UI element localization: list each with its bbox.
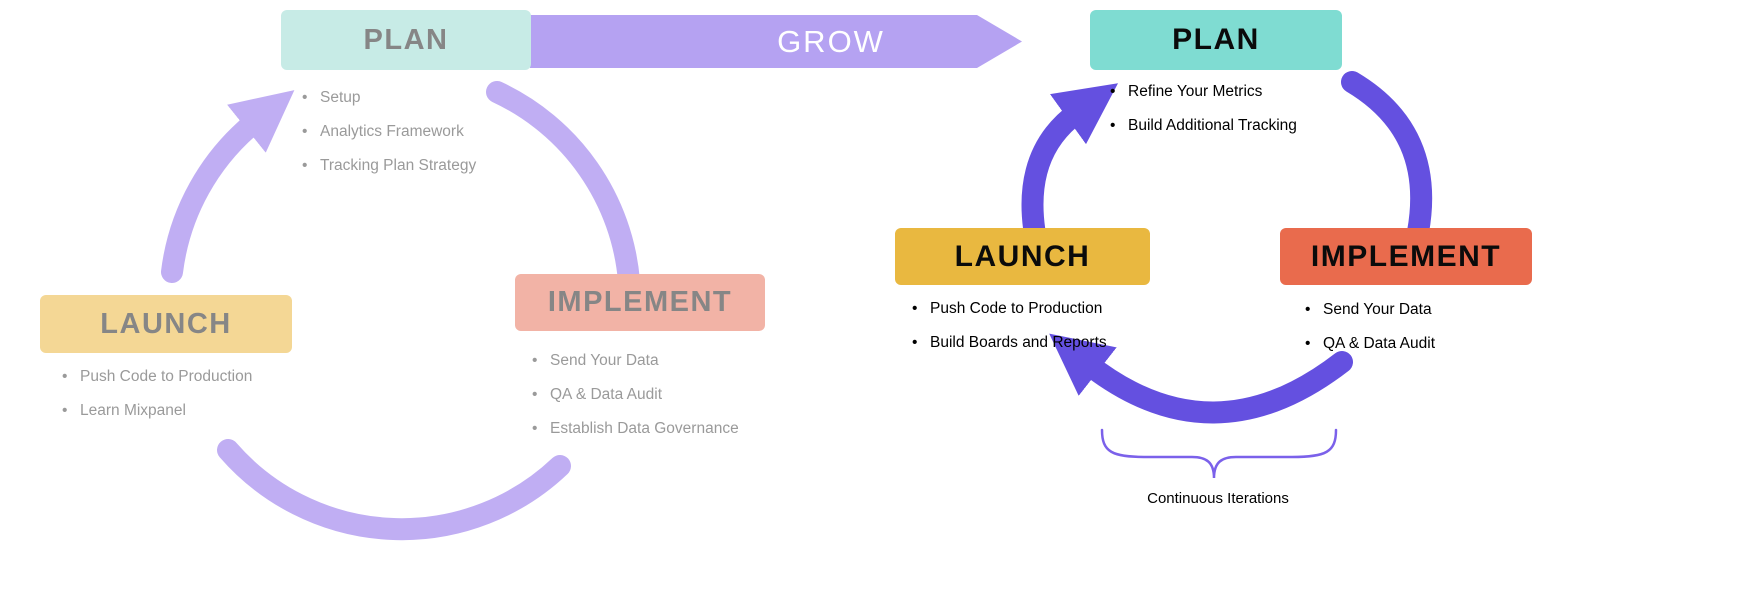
- grow-arrow: GROW: [530, 15, 1022, 68]
- left-plan-bullets: Setup Analytics Framework Tracking Plan …: [298, 87, 476, 189]
- bullet-item: Send Your Data: [1301, 299, 1435, 321]
- left-launch-label: LAUNCH: [100, 307, 232, 340]
- bullet-item: Push Code to Production: [908, 298, 1107, 320]
- bullet-item: Send Your Data: [528, 350, 739, 372]
- right-implement-bullets: Send Your Data QA & Data Audit: [1301, 299, 1435, 367]
- bullet-item: Establish Data Governance: [528, 418, 739, 440]
- bullet-item: Analytics Framework: [298, 121, 476, 143]
- bullet-item: QA & Data Audit: [1301, 333, 1435, 355]
- bullet-item: Build Boards and Reports: [908, 332, 1107, 354]
- left-launch-bullets: Push Code to Production Learn Mixpanel: [58, 366, 252, 434]
- right-implement-label: IMPLEMENT: [1310, 239, 1502, 273]
- right-launch-bullets: Push Code to Production Build Boards and…: [908, 298, 1107, 366]
- bullet-item: Learn Mixpanel: [58, 400, 252, 422]
- left-plan-box: PLAN: [281, 10, 531, 70]
- bullet-item: Build Additional Tracking: [1106, 115, 1297, 137]
- bullet-item: Refine Your Metrics: [1106, 81, 1297, 103]
- right-plan-bullets: Refine Your Metrics Build Additional Tra…: [1106, 81, 1297, 149]
- left-cycle-arrow-plan-to-implement: [486, 81, 640, 292]
- bullet-item: Tracking Plan Strategy: [298, 155, 476, 177]
- bullet-item: Setup: [298, 87, 476, 109]
- continuous-iterations-caption: Continuous Iterations: [1147, 490, 1289, 507]
- right-cycle-arrow-implement-to-launch: [1049, 333, 1353, 424]
- left-implement-label: IMPLEMENT: [547, 286, 733, 318]
- grow-label: GROW: [777, 23, 885, 59]
- left-cycle-arrow-implement-to-launch: [217, 439, 571, 541]
- continuous-iterations-brace: [1100, 428, 1338, 479]
- right-cycle-arrow-plan-to-implement: [1341, 71, 1433, 243]
- left-cycle-arrow-launch-to-plan: [161, 90, 295, 283]
- left-launch-box: LAUNCH: [40, 295, 292, 353]
- bullet-item: Push Code to Production: [58, 366, 252, 388]
- left-plan-label: PLAN: [363, 23, 449, 56]
- right-launch-label: LAUNCH: [954, 239, 1091, 273]
- right-launch-box: LAUNCH: [895, 228, 1150, 285]
- right-implement-box: IMPLEMENT: [1280, 228, 1532, 285]
- right-plan-label: PLAN: [1172, 23, 1260, 56]
- right-plan-box: PLAN: [1090, 10, 1342, 70]
- bullet-item: QA & Data Audit: [528, 384, 739, 406]
- left-implement-bullets: Send Your Data QA & Data Audit Establish…: [528, 350, 739, 452]
- left-implement-box: IMPLEMENT: [515, 274, 765, 331]
